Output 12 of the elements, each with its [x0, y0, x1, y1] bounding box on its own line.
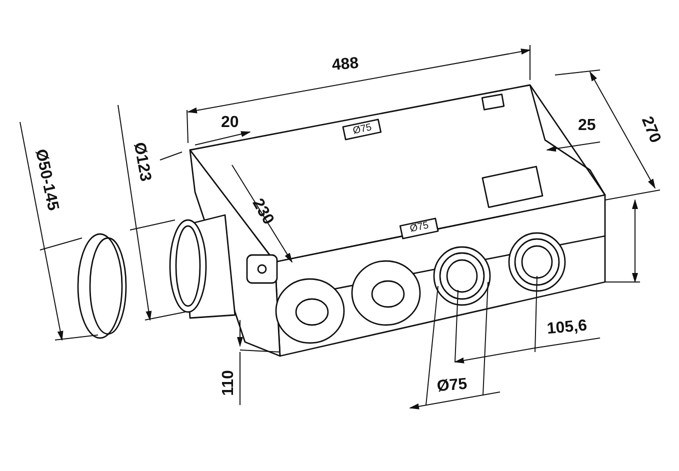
outlet-label: Ø75 — [352, 123, 372, 137]
dimension-label: 270 — [637, 114, 662, 146]
dimension-label: 488 — [330, 56, 359, 74]
dimension-label: 20 — [221, 115, 239, 131]
dimension-label: 230 — [248, 196, 276, 228]
dimension-label: 25 — [578, 118, 596, 134]
dimension-label: 110 — [220, 370, 237, 396]
dimension-label: Ø75 — [436, 376, 468, 396]
dimension-label: Ø50-145 — [32, 148, 60, 212]
dimension-label: 105,6 — [546, 318, 588, 338]
outlet-label: Ø75 — [408, 221, 430, 235]
dimension-label: Ø123 — [130, 141, 152, 183]
